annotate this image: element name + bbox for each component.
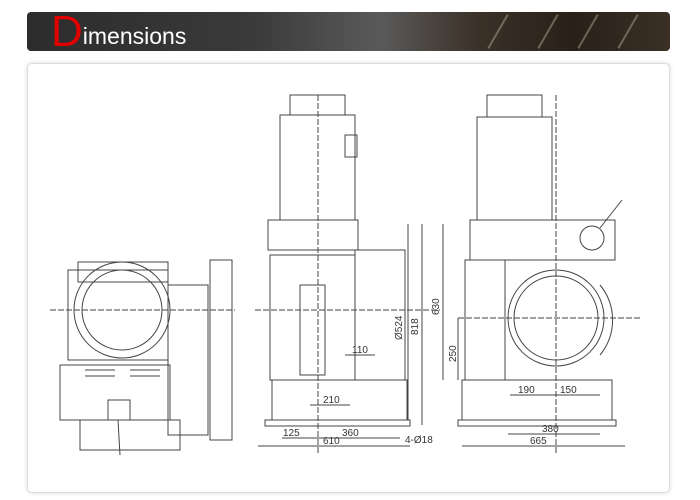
dim-4-d18: 4-Ø18 xyxy=(405,435,433,446)
dim-630: 630 xyxy=(431,298,442,315)
dim-818: 818 xyxy=(410,318,421,335)
dim-610: 610 xyxy=(323,436,340,447)
side-view xyxy=(50,259,235,456)
dim-210: 210 xyxy=(323,395,340,406)
dim-380: 380 xyxy=(542,424,559,435)
section-title: Dimensions xyxy=(51,12,187,51)
section-header: Dimensions xyxy=(27,12,670,51)
dim-125: 125 xyxy=(283,428,300,439)
front-view xyxy=(255,94,444,455)
dim-150: 150 xyxy=(560,385,577,396)
dim-190: 190 xyxy=(518,385,535,396)
dim-360: 360 xyxy=(342,428,359,439)
end-view xyxy=(457,94,640,455)
dim-665: 665 xyxy=(530,436,547,447)
dim-524: Ø524 xyxy=(394,315,405,340)
dim-250: 250 xyxy=(448,345,459,362)
dim-110: 110 xyxy=(352,345,368,356)
